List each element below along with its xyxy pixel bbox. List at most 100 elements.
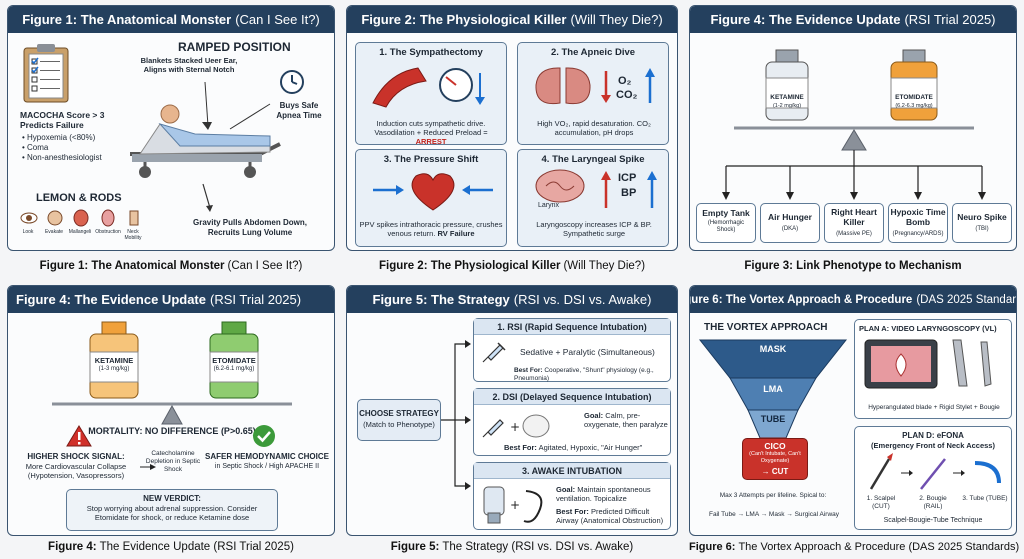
phenotype-box: Neuro Spike (TBI) <box>952 203 1012 243</box>
new-verdict-box: NEW VERDICT: Stop worrying about adrenal… <box>66 489 278 531</box>
efona-step: 2. Bougie (RAIL) <box>919 495 947 510</box>
figure-5-title: Figure 5: The Strategy(RSI vs. DSI vs. A… <box>347 286 677 313</box>
catecholamine-text: Catecholamine Depletion in Septic Shock <box>145 450 201 473</box>
dsi-goal: Goal: Calm, pre-oxygenate, then paralyze <box>584 411 668 429</box>
card-title: 3. The Pressure Shift <box>383 154 479 165</box>
etomidate-label: ETOMIDATE <box>895 94 933 101</box>
dsi-best: Best For: Agitated, Hypoxic, "Air Hunger… <box>504 443 643 452</box>
efona-step: 1. Scalpel (CUT) <box>866 495 896 510</box>
co2-label: CO₂ <box>616 89 638 101</box>
heart-icon <box>373 173 493 211</box>
figure-1-caption: Figure 1: The Anatomical Monster(Can I S… <box>39 260 303 272</box>
etomidate-label: ETOMIDATE <box>212 356 256 365</box>
larynx-label: Larynx <box>538 202 560 209</box>
awake-title: 3. AWAKE INTUBATION <box>474 463 670 479</box>
phenotype-note: (TBI) <box>975 226 989 232</box>
ketamine-label: KETAMINE <box>94 356 134 365</box>
apnea-time-label: Buys Safe Apnea Time <box>276 101 322 120</box>
blankets-label: Blankets Stacked Ueer Ear, Aligns with S… <box>140 56 238 74</box>
ramped-position-title: RAMPED POSITION <box>178 40 291 54</box>
macocha-bullet: • Hypoxemia (<80%) <box>22 133 96 142</box>
phenotype-box: Right Heart Killer (Massive PE) <box>824 203 884 243</box>
plan-d-sub: (Emergency Front of Neck Access) <box>871 441 995 450</box>
card-title: 2. The Apneic Dive <box>550 47 636 58</box>
macocha-text: MACOCHA Score > 3 Predicts Failure <box>20 110 105 131</box>
vortex-layer-label: MASK <box>759 344 787 354</box>
phenotype-box: Air Hunger (DKA) <box>760 203 820 243</box>
lemon-icon-label: Obstruction <box>95 229 121 235</box>
macocha-bullet: • Coma <box>22 143 49 152</box>
choose-strategy-sub: (Match to Phenotype) <box>363 420 435 429</box>
pressure-text: PPV spikes intrathoracic pressure, crush… <box>359 220 503 238</box>
fail-sequence-text: Fail Tube → LMA → Mask → Surgical Airway <box>708 511 840 518</box>
figure-2-title: Figure 2: The Physiological Killer(Will … <box>347 6 677 33</box>
dsi-title: 2. DSI (Delayed Sequence Intubation) <box>474 389 670 405</box>
gravity-label: Gravity Pulls Abdomen Down, Recruits Lun… <box>193 218 307 237</box>
figure-1-panel: Figure 1: The Anatomical Monster(Can I S… <box>7 5 335 251</box>
figure-3-panel: Figure 4: The Evidence Update(RSI Trial … <box>689 5 1017 251</box>
vortex-title: THE VORTEX APPROACH <box>704 322 828 333</box>
ketamine-dose: (1-2 mg/kg) <box>772 103 802 109</box>
figure-6-panel: Figure 6: The Vortex Approach & Procedur… <box>689 285 1017 536</box>
laryngeal-spike-card: 4. The Laryngeal Spike ICP BP Larynx Lar… <box>517 149 669 247</box>
figure-4-panel: Figure 4: The Evidence Update(RSI Trial … <box>7 285 335 536</box>
choose-strategy-label: CHOOSE STRATEGY <box>359 409 439 418</box>
phenotype-name: Air Hunger <box>768 212 812 222</box>
icp-label: ICP <box>618 172 637 184</box>
macocha-bullet: • Non-anesthesiologist <box>22 153 102 162</box>
max-attempts-text: Max 3 Attempts per lifeline. Spical to: <box>719 492 827 499</box>
figure-5-panel: Figure 5: The Strategy(RSI vs. DSI vs. A… <box>346 285 678 536</box>
apneic-text: High VO₂, rapid desaturation. CO₂ accumu… <box>537 119 651 137</box>
figure-2-caption: Figure 2: The Physiological Killer(Will … <box>378 260 646 272</box>
figure-6-title: Figure 6: The Vortex Approach & Procedur… <box>690 286 1016 313</box>
rsi-best: Best For: Cooperative, "Shunt" physiolog… <box>514 367 654 382</box>
phenotype-name: Neuro Spike <box>957 212 1007 222</box>
lemon-icon-label: Neck Mobility <box>124 229 142 241</box>
plan-a-text: Hyperangulated blade + Rigid Stylet + Bo… <box>868 404 1000 411</box>
phenotype-box: Empty Tank (Hemorrhagic Shock) <box>696 203 756 243</box>
pressure-shift-card: 3. The Pressure Shift PPV spikes intrath… <box>355 149 507 247</box>
vessel-gauge-icon <box>372 67 485 108</box>
plan-a-title: PLAN A: VIDEO LARYNGOSCOPY (VL) <box>859 324 997 333</box>
phenotype-note: (Pregnancy/ARDS) <box>892 231 944 237</box>
phenotype-name: Hypoxic Time Bomb <box>890 207 946 228</box>
sympathectomy-card: 1. The Sympathectomy Induction cuts symp… <box>355 42 507 146</box>
rsi-card: 1. RSI (Rapid Sequence Intubation) Sedat… <box>473 318 671 382</box>
bp-label: BP <box>621 187 637 199</box>
figure-3-caption: Figure 3: Link Phenotype to Mechanism <box>744 260 962 272</box>
cico-label: CICO <box>764 441 786 451</box>
awake-goal: Goal: Maintain spontaneous ventilation. … <box>556 485 651 503</box>
technique-label: Scalpel-Bougie-Tube Technique <box>883 517 983 524</box>
figure-2-panel: Figure 2: The Physiological Killer(Will … <box>346 5 678 251</box>
svg-text:+: + <box>510 420 520 434</box>
apneic-dive-card: 2. The Apneic Dive O₂ CO₂ High VO₂, rapi… <box>517 42 669 145</box>
etomidate-dose: (6.2-6.3 mg/kg) <box>895 103 933 109</box>
vortex-layer-label: TUBE <box>760 414 786 424</box>
o2-label: O₂ <box>618 75 632 87</box>
vortex-layer-label: LMA <box>763 384 783 394</box>
safer-choice-head: SAFER HEMODYNAMIC CHOICE <box>204 452 329 461</box>
verdict-text: Stop worrying about adrenal suppression.… <box>86 504 258 522</box>
cut-label: → CUT <box>761 467 789 476</box>
efona-step: 3. Tube (TUBE) <box>962 495 1008 502</box>
figure-3-title: Figure 4: The Evidence Update(RSI Trial … <box>690 6 1016 33</box>
cico-sub: (Can't Intubate, Can't Oxygenate) <box>749 451 801 464</box>
plan-d-title: PLAN D: eFONA <box>902 431 964 440</box>
shock-signal-text: More Cardiovascular Collapse (Hypotensio… <box>25 462 127 480</box>
figure-5-caption: Figure 5:The Strategy (RSI vs. DSI vs. A… <box>390 541 634 553</box>
sympathectomy-text: Induction cuts sympathetic drive.Vasodil… <box>374 119 488 146</box>
phenotype-name: Right Heart Killer <box>831 207 877 228</box>
verdict-head: NEW VERDICT: <box>143 494 201 503</box>
awake-best: Best For: Predicted Difficult Airway (An… <box>556 507 664 525</box>
ketamine-label: KETAMINE <box>770 94 804 101</box>
choose-strategy-box: CHOOSE STRATEGY (Match to Phenotype) <box>357 399 441 441</box>
phenotype-note: (DKA) <box>781 226 799 232</box>
rsi-title: 1. RSI (Rapid Sequence Intubation) <box>474 319 670 335</box>
phenotype-note: (Massive PE) <box>836 231 872 237</box>
figure-1-title: Figure 1: The Anatomical Monster(Can I S… <box>8 6 334 33</box>
etomidate-dose: (6.2-6.1 mg/kg) <box>213 366 255 372</box>
shock-signal-head: HIGHER SHOCK SIGNAL: <box>27 452 125 461</box>
laryngeal-text: Laryngoscopy increases ICP & BP. Sympath… <box>536 220 652 238</box>
plan-a-box: PLAN A: VIDEO LARYNGOSCOPY (VL) Hyperang… <box>854 319 1012 419</box>
figure-6-caption: Figure 6:The Vortex Approach & Procedure… <box>689 541 1020 553</box>
